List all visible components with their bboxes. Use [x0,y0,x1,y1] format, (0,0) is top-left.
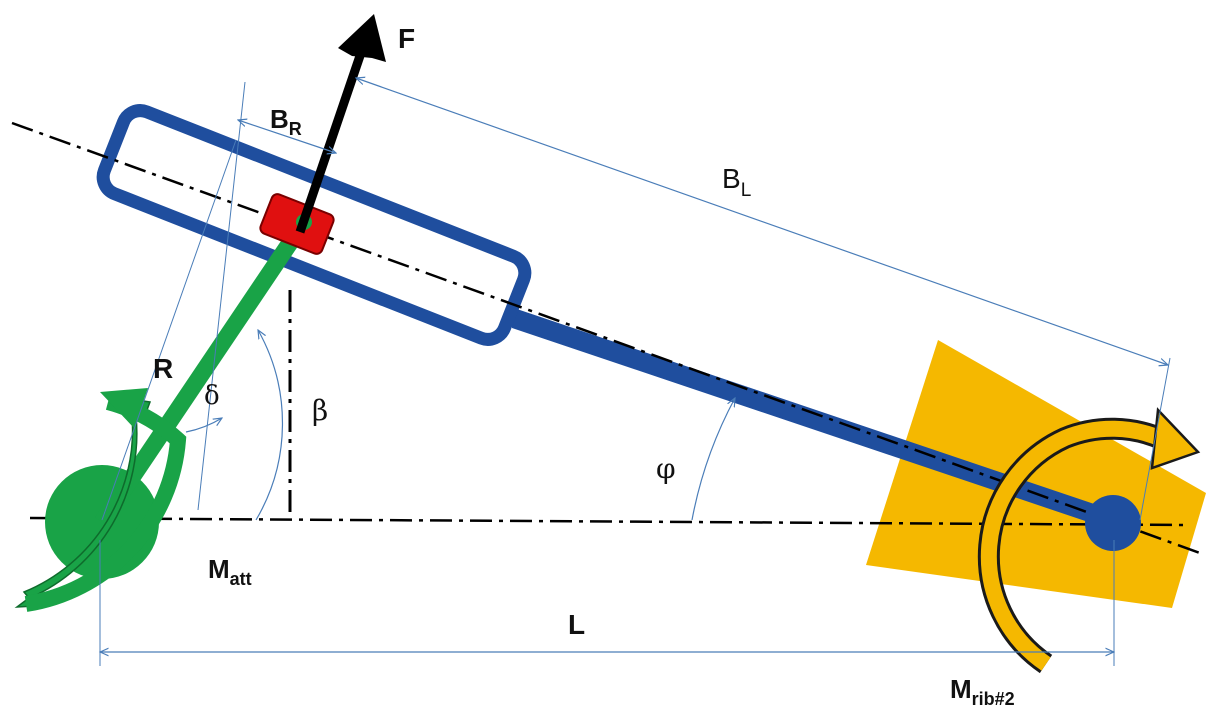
dimension-bl-right-ext [1139,357,1171,521]
radius-label: R [153,353,173,384]
br-label-sub: R [289,119,302,139]
matt-moment-arc [24,394,187,612]
mrib-moment-arc-fill [980,420,1168,671]
bl-label: BL [722,163,751,201]
bl-label-sub: L [741,180,752,201]
force-label: F [398,23,415,54]
matt-label-sub: att [230,569,252,589]
dimension-bl [356,78,1168,365]
matt-arrowhead [100,388,148,428]
phi-angle-arc [691,398,735,521]
delta-label: δ [204,381,220,411]
delta-angle-arc [185,418,222,433]
mrib-label: Mrib#2 [950,674,1015,709]
matt-label: Matt [208,554,252,589]
rib-region [866,340,1206,608]
br-label: BR [270,104,302,139]
mrib-label-main: M [950,674,972,704]
phi-label: φ [656,452,676,485]
lever-center-line [11,121,1201,555]
force-arrowhead [338,14,386,62]
length-label: L [568,609,585,640]
dimension-br [238,120,336,153]
rib-pivot [1085,495,1141,551]
mrib-label-sub: rib#2 [972,689,1015,709]
radius-arm [94,217,312,527]
beta-angle-arc [255,330,284,521]
bl-label-main: B [722,163,741,194]
dimension-r-ext [101,139,237,521]
matt-label-main: M [208,554,230,584]
beta-label: β [312,394,328,427]
br-label-main: B [270,104,289,134]
